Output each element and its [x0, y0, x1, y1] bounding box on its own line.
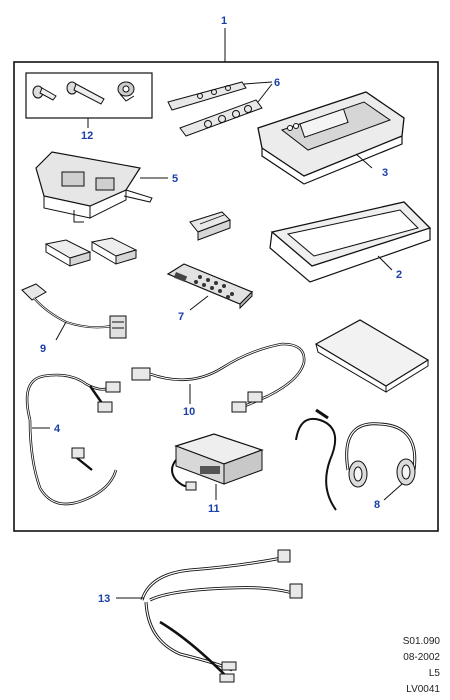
callout-11: 11	[208, 503, 220, 515]
leader-8	[383, 483, 403, 501]
callout-8: 8	[374, 499, 380, 511]
reference-level: L5	[428, 668, 440, 679]
reference-illustration: LV0041	[406, 684, 440, 695]
callout-1: 1	[221, 15, 227, 27]
reference-block: S01.090 08-2002 L5 LV0041	[403, 634, 440, 698]
callout-9: 9	[40, 343, 46, 355]
kit-frame	[13, 61, 439, 532]
part-4-harness	[25, 373, 121, 506]
callout-7: 7	[178, 311, 184, 323]
callout-6: 6	[274, 77, 280, 89]
leader-7	[189, 295, 209, 311]
leader-6a	[243, 81, 273, 85]
part-11-control-box	[171, 433, 264, 491]
part-12-screws	[25, 72, 153, 119]
part-9-harness	[21, 283, 127, 339]
part-connectors	[44, 237, 138, 267]
part-6-trim-strips	[167, 81, 263, 137]
part-5-bracket	[35, 151, 153, 223]
part-module	[189, 211, 231, 241]
part-10-harness	[131, 342, 306, 413]
part-7-remote	[166, 263, 254, 310]
callout-13: 13	[98, 593, 110, 605]
part-2-bezel	[269, 201, 432, 283]
callout-5: 5	[172, 173, 178, 185]
part-13-harness	[140, 549, 303, 683]
callout-10: 10	[183, 406, 195, 418]
leader-2	[377, 255, 393, 271]
callout-12: 12	[81, 130, 93, 142]
callout-3: 3	[382, 167, 388, 179]
leader-6b	[257, 83, 273, 103]
callout-4: 4	[54, 423, 61, 435]
part-manual	[314, 319, 430, 393]
reference-code: S01.090	[402, 636, 440, 647]
part-8-headphones	[295, 408, 417, 511]
leader-9	[55, 321, 67, 341]
callout-2: 2	[396, 269, 402, 281]
part-3-screen-unit	[257, 91, 405, 185]
leader-3	[355, 153, 373, 169]
reference-date: 08-2002	[403, 652, 440, 663]
